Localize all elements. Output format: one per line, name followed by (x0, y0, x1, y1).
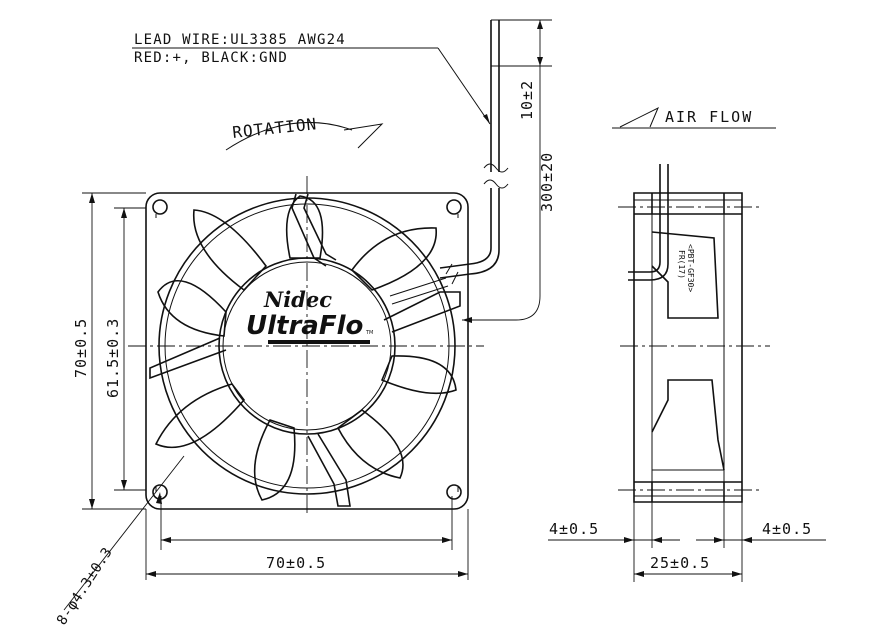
rib (303, 193, 337, 261)
arrowhead (634, 571, 644, 577)
blade (154, 383, 246, 449)
dim-flange-right: 4±0.5 (696, 502, 826, 582)
leader-line (437, 47, 491, 125)
blade (336, 409, 404, 479)
arrowhead (442, 537, 452, 543)
rib (149, 337, 227, 380)
wire-channel (389, 277, 449, 305)
dim-lead-strip: 10±2 (491, 19, 552, 120)
lower-strut (651, 379, 725, 471)
wire-break-bottom (483, 179, 509, 189)
dim-flange-left-label: 4±0.5 (549, 520, 599, 538)
lead-wire-colors: RED:+, BLACK:GND (134, 50, 288, 66)
product-logo: UltraFlo (246, 311, 363, 341)
arrowhead (89, 499, 95, 509)
dim-lead-length: 300±20 (462, 66, 556, 323)
dim-width-pitch (160, 496, 453, 550)
dim-mount-holes: 8-φ4.3±0.3 (54, 455, 185, 629)
lead-wire-spec: LEAD WIRE:UL3385 AWG24 (134, 32, 346, 48)
flame-rating-marking: FR(17) (677, 250, 686, 279)
arrowhead (121, 208, 127, 218)
arrowhead (624, 537, 634, 543)
arrowhead (537, 20, 543, 29)
blade (285, 195, 324, 259)
arrowhead (121, 480, 127, 490)
arrowhead (156, 492, 162, 504)
blade (253, 419, 296, 501)
wire-hook (445, 263, 459, 285)
material-marking: <PBT-GF30> (686, 244, 695, 292)
mount-hole (152, 199, 168, 215)
arrowhead (537, 57, 543, 66)
leader-line (63, 455, 185, 611)
lead-wire-note: LEAD WIRE:UL3385 AWG24 RED:+, BLACK:GND (132, 32, 491, 125)
dim-height-pitch: 61.5±0.3 (104, 207, 146, 491)
arrowhead (714, 537, 724, 543)
rotation-label: ROTATION (231, 114, 318, 142)
dim-width-outer: 70±0.5 (145, 509, 469, 580)
dim-lead-length-label: 300±20 (538, 152, 556, 212)
side-wire-b (628, 164, 669, 281)
mount-hole (446, 484, 462, 500)
trademark-mark: TM (365, 330, 373, 336)
mount-hole (446, 199, 462, 215)
frame-detail (155, 214, 459, 492)
side-outline (633, 192, 743, 503)
air-flow-indicator: AIR FLOW (612, 106, 776, 129)
lower-strut-base (651, 432, 724, 471)
logo-underline (268, 340, 370, 344)
arrowhead (89, 193, 95, 203)
air-flow-label: AIR FLOW (665, 108, 753, 126)
dim-height-pitch-label: 61.5±0.3 (104, 318, 122, 398)
rotation-arc (225, 121, 353, 151)
fan-side-view: <PBT-GF30> FR(17) (618, 164, 770, 503)
dim-flange-left: 4±0.5 (548, 502, 680, 582)
arrowhead (462, 317, 472, 323)
air-flow-arrow-icon (619, 106, 659, 128)
upper-strut (651, 231, 719, 319)
dim-height-outer-label: 70±0.5 (72, 318, 90, 378)
side-wire-a (628, 164, 661, 273)
dim-lead-strip-label: 10±2 (518, 80, 536, 120)
rib (383, 291, 461, 333)
brand-logo: Nidec (263, 287, 332, 312)
arrowhead (161, 537, 171, 543)
arrowhead (742, 537, 752, 543)
lead-wire (439, 20, 509, 279)
dim-width-outer-label: 70±0.5 (266, 554, 326, 572)
blade (157, 280, 227, 337)
arrowhead (732, 571, 742, 577)
arrowhead (652, 537, 662, 543)
dim-depth-label: 25±0.5 (650, 554, 710, 572)
wire-red-lower (439, 188, 492, 269)
dim-mount-holes-label: 8-φ4.3±0.3 (54, 545, 116, 629)
dim-line (462, 66, 541, 321)
dim-depth: 25±0.5 (634, 554, 742, 577)
leader-arrowhead (483, 114, 490, 124)
blade (380, 355, 457, 395)
arrowhead (146, 571, 156, 577)
rotation-arrow-icon (343, 123, 384, 149)
blade (192, 209, 268, 292)
dim-height-outer: 70±0.5 (72, 192, 146, 510)
wire-black-lower (439, 188, 500, 279)
rib (307, 433, 351, 507)
fan-front-view: Nidec UltraFlo TM (128, 176, 484, 516)
blade (350, 227, 437, 291)
rotation-indicator: ROTATION (225, 114, 384, 151)
arrowhead (458, 571, 468, 577)
dim-flange-right-label: 4±0.5 (762, 520, 812, 538)
wire-break-top (483, 163, 509, 173)
nidec-logo: Nidec UltraFlo TM (246, 287, 373, 344)
